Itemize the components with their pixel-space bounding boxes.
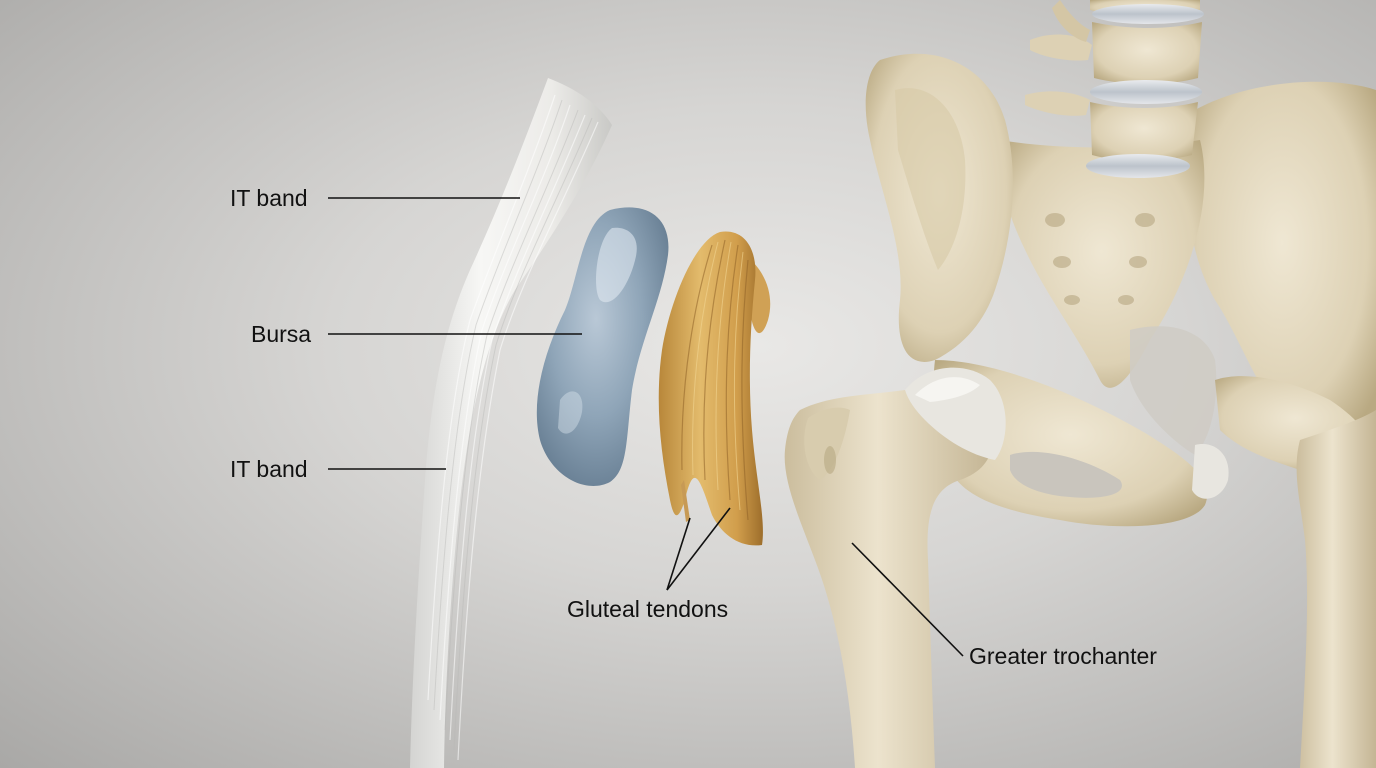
- femur-left: [784, 388, 992, 768]
- lumbar-vertebrae: [1025, 0, 1204, 178]
- leader-lines: [328, 197, 964, 657]
- label-bursa: Bursa: [251, 321, 312, 347]
- label-gluteal-tendons: Gluteal tendons: [567, 596, 729, 622]
- leader-gluteal-1: [666, 517, 691, 591]
- femoral-head-cartilage: [905, 367, 1006, 460]
- it-band: [410, 78, 612, 768]
- label-it-band-top: IT band: [230, 185, 308, 211]
- leader-greater-trochanter: [851, 542, 964, 657]
- gluteal-tendons: [658, 231, 771, 546]
- bursa: [536, 207, 669, 486]
- label-it-band-bottom: IT band: [230, 456, 308, 482]
- leader-gluteal-2: [666, 507, 731, 591]
- label-greater-trochanter: Greater trochanter: [969, 643, 1157, 669]
- femur-right: [1296, 410, 1376, 768]
